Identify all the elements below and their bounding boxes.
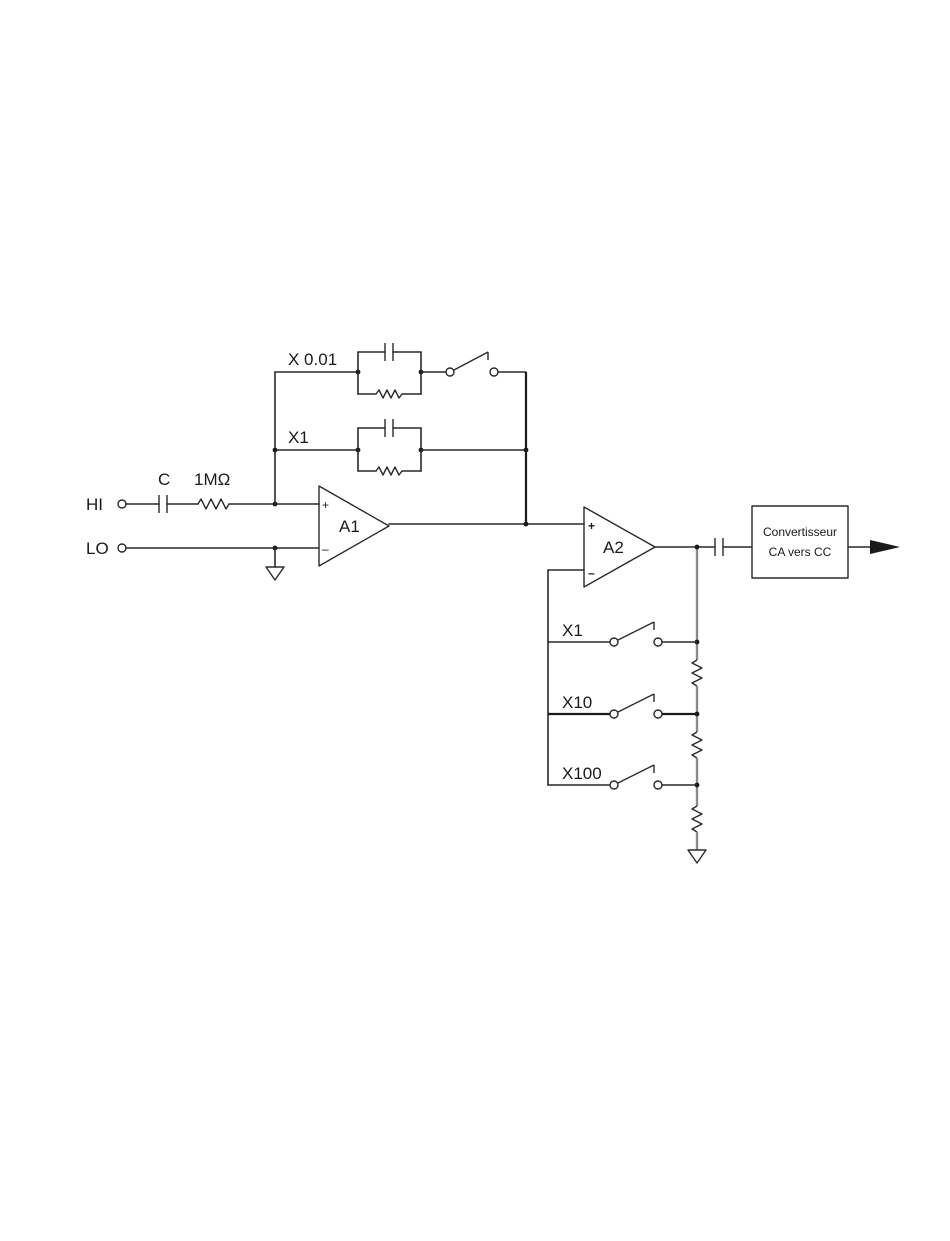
a2-minus: – [588, 566, 595, 580]
gain-x100-label: X100 [562, 764, 602, 783]
switch-gain-x100 [610, 765, 662, 789]
converter-box [752, 506, 848, 578]
converter-line2: CA vers CC [769, 545, 832, 559]
lo-terminal [118, 544, 126, 552]
input-resistor [198, 499, 229, 509]
ladder-resistor-1 [692, 660, 702, 686]
a2-label: A2 [603, 538, 624, 557]
a1-minus: – [322, 542, 329, 556]
feedback-x001-label: X 0.01 [288, 350, 337, 369]
capacitor-label: C [158, 470, 170, 489]
input-coupling-capacitor [126, 495, 198, 513]
resistor-label: 1MΩ [194, 470, 230, 489]
switch-gain-x10 [610, 694, 662, 718]
switch-gain-x1 [610, 622, 662, 646]
a1-plus: + [322, 498, 329, 512]
ladder-resistor-3 [692, 806, 702, 832]
a1-label: A1 [339, 517, 360, 536]
output-coupling-capacitor [715, 538, 723, 556]
feedback-x1-rc [356, 419, 424, 475]
gain-x1-label: X1 [562, 621, 583, 640]
feedback-x1-label: X1 [288, 428, 309, 447]
lo-label: LO [86, 539, 109, 558]
ladder-resistor-2 [692, 732, 702, 758]
converter-line1: Convertisseur [763, 525, 837, 539]
hi-label: HI [86, 495, 103, 514]
switch-x001 [446, 352, 498, 376]
output-arrow [848, 540, 900, 554]
ground-symbol-a2 [688, 850, 706, 863]
feedback-x001-rc [356, 343, 424, 398]
hi-terminal [118, 500, 126, 508]
a2-plus: + [588, 519, 595, 533]
gain-x10-label: X10 [562, 693, 592, 712]
ground-symbol-a1 [266, 567, 284, 580]
